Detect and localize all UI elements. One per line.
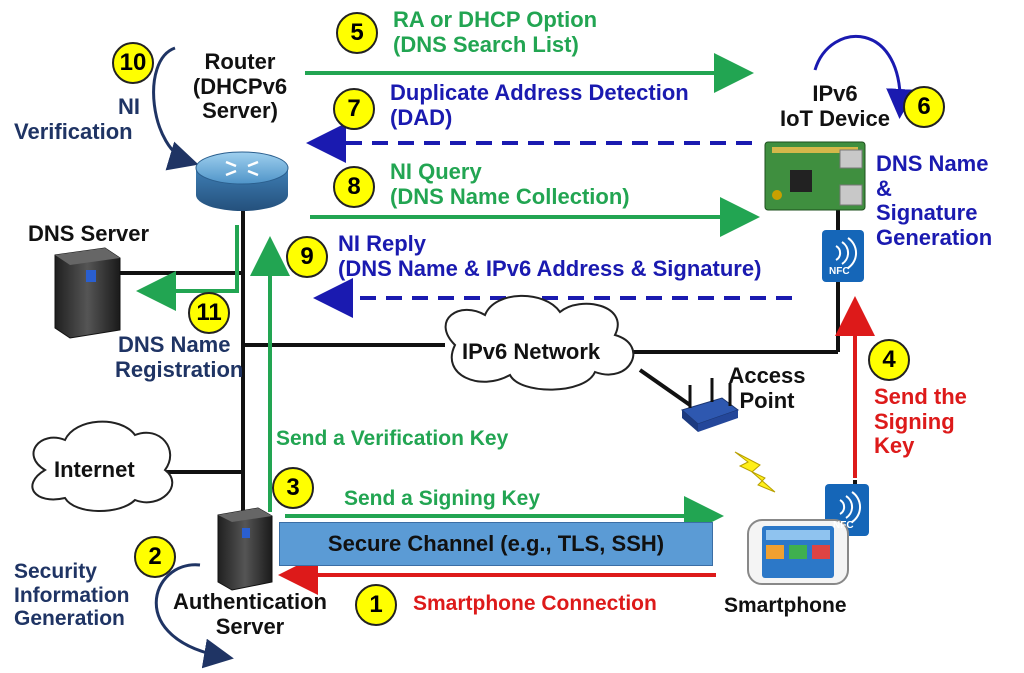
nfc-label-iot: NFC <box>829 266 850 277</box>
step-badge-5: 5 <box>336 12 378 54</box>
step-badge-2: 2 <box>134 536 176 578</box>
internet-cloud <box>31 420 174 512</box>
iot-device-label: IPv6 IoT Device <box>779 81 891 131</box>
internet-label: Internet <box>54 457 135 482</box>
step-8-text: NI Query (DNS Name Collection) <box>390 159 630 209</box>
step-11-text: DNS Name Registration <box>115 332 244 382</box>
loop-arrow-step-10 <box>152 46 199 171</box>
wireless-lightning-icon <box>734 451 776 493</box>
ipv6-network-label: IPv6 Network <box>462 339 601 364</box>
arrow-step-11 <box>136 225 239 311</box>
secure-channel-bar: Secure Channel (e.g., TLS, SSH) <box>279 522 713 566</box>
step-badge-3: 3 <box>272 467 314 509</box>
dns-server-icon <box>54 247 121 339</box>
auth-server-label: Authentication Server <box>173 589 327 639</box>
step-6-text: DNS Name & Signature Generation <box>876 151 993 250</box>
step-badge-4: 4 <box>868 339 910 381</box>
step-badge-8: 8 <box>333 166 375 208</box>
router-label: Router (DHCPv6 Server) <box>192 49 288 124</box>
step-2-text: Security Information Generation <box>14 560 130 631</box>
step-7-text: Duplicate Address Detection (DAD) <box>390 80 689 130</box>
step-3-text: Send a Signing Key <box>344 487 541 510</box>
step-badge-6: 6 <box>903 86 945 128</box>
access-point-label: Access Point <box>728 363 806 413</box>
verification-key-text: Send a Verification Key <box>276 427 509 450</box>
access-point-icon <box>680 378 740 432</box>
smartphone-label: Smartphone <box>724 594 847 617</box>
red-arrows <box>278 296 875 595</box>
step-badge-1: 1 <box>355 584 397 626</box>
loop-arrow-step-6 <box>813 35 917 119</box>
step-4-text: Send the Signing Key <box>874 384 967 459</box>
smartphone-icon <box>747 519 849 585</box>
step-9-text: NI Reply (DNS Name & IPv6 Address & Sign… <box>338 231 762 281</box>
green-arrows <box>136 53 760 536</box>
step-10-text: NI Verification <box>14 94 140 144</box>
step-badge-9: 9 <box>286 236 328 278</box>
nfc-tag-iot <box>822 230 864 282</box>
step-badge-7: 7 <box>333 88 375 130</box>
dns-server-label: DNS Server <box>28 221 150 246</box>
step-badge-11: 11 <box>188 292 230 334</box>
iot-device-board-icon <box>764 141 866 211</box>
authentication-server-icon <box>217 507 273 591</box>
loop-arrow-step-2 <box>154 563 234 669</box>
ipv6-network-cloud <box>444 294 635 391</box>
step-1-text: Smartphone Connection <box>413 592 657 615</box>
step-5-text: RA or DHCP Option (DNS Search List) <box>393 7 598 57</box>
nfc-label-phone: NFC <box>833 520 854 531</box>
blue-arrows <box>306 123 792 318</box>
step-badge-10: 10 <box>112 42 154 84</box>
router-icon <box>195 151 289 211</box>
